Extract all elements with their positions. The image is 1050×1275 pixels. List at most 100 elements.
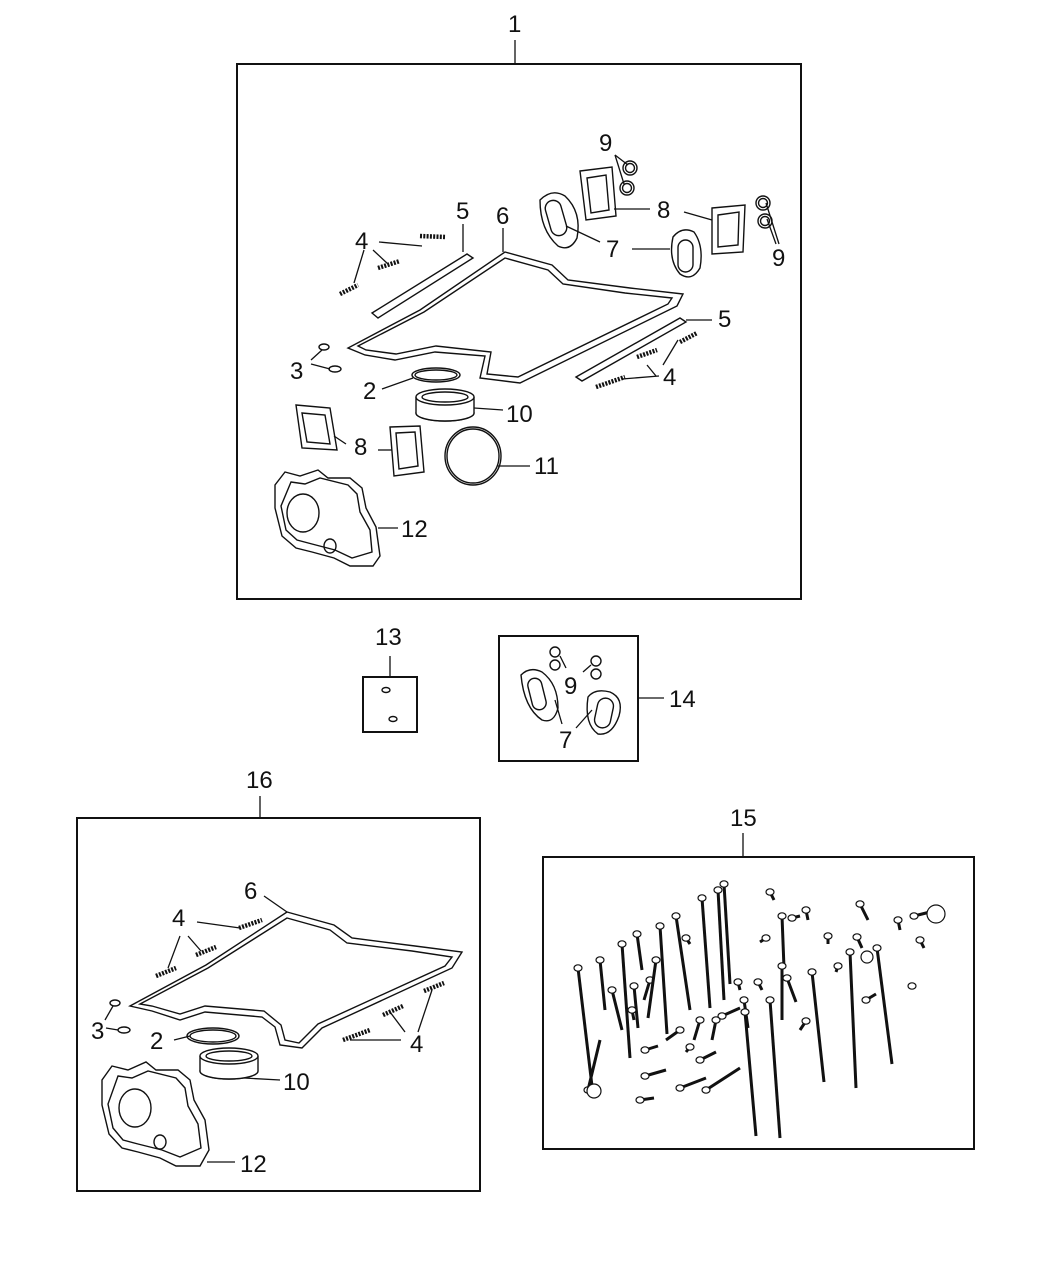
item-14-kit: 14 9 7 xyxy=(498,635,696,762)
side-seal-right xyxy=(574,317,688,382)
bolt-shank xyxy=(743,1011,758,1137)
callout-7-top[interactable]: 7 xyxy=(606,236,619,263)
callout-6-kit16[interactable]: 6 xyxy=(244,878,257,905)
callout-5-left[interactable]: 5 xyxy=(456,198,469,225)
bolt-head xyxy=(655,922,665,930)
bolt-head xyxy=(845,948,855,956)
bolt-shank xyxy=(679,1076,707,1090)
bolt-head xyxy=(627,1006,637,1014)
bolt-head xyxy=(909,912,919,920)
bolt-assortment xyxy=(573,880,946,1139)
callout-4-kit16-left[interactable]: 4 xyxy=(172,905,185,932)
bolt-head xyxy=(807,968,817,976)
rect-seal-top-right xyxy=(711,204,746,255)
bolt-shank xyxy=(674,915,692,1011)
bolt-head xyxy=(765,996,775,1004)
callout-2[interactable]: 2 xyxy=(363,378,376,405)
bolt-shank xyxy=(610,989,624,1031)
oval-gasket-top xyxy=(539,192,579,249)
callout-6[interactable]: 6 xyxy=(496,203,509,230)
bolt-head xyxy=(801,1017,811,1025)
small-o-rings-top xyxy=(619,160,638,196)
bolt-head xyxy=(695,1016,705,1024)
callout-8-top[interactable]: 8 xyxy=(657,197,670,224)
large-o-ring xyxy=(444,426,502,486)
o-ring-16 xyxy=(186,1027,240,1045)
bolt-head xyxy=(782,974,792,982)
bolt-shank xyxy=(875,947,894,1065)
bolt-head xyxy=(872,944,882,952)
callout-11[interactable]: 11 xyxy=(534,453,559,480)
callout-16[interactable]: 16 xyxy=(246,767,273,794)
bolt-shank xyxy=(848,951,858,1089)
dowel-pins-right xyxy=(595,331,699,390)
callout-4-kit16-right[interactable]: 4 xyxy=(410,1031,423,1058)
oval-gasket-right xyxy=(670,229,702,278)
bolt-shank xyxy=(768,999,782,1139)
bolt-head xyxy=(711,1016,721,1024)
bolt-head xyxy=(640,1046,650,1054)
bolt-head xyxy=(635,1096,645,1104)
bolt-head xyxy=(801,906,811,914)
kit-15-bolts: 15 xyxy=(542,805,975,1150)
small-o-rings-right xyxy=(755,195,773,229)
bolt-shank xyxy=(705,1066,741,1092)
callout-4-left[interactable]: 4 xyxy=(355,228,368,255)
callout-7-kit14[interactable]: 7 xyxy=(559,727,572,754)
callout-14[interactable]: 14 xyxy=(669,686,696,713)
callout-2-kit16[interactable]: 2 xyxy=(150,1028,163,1055)
bolt-shank xyxy=(620,943,632,1059)
bolt-shank xyxy=(785,977,798,1003)
bolt-head xyxy=(695,1056,705,1064)
bolt-head xyxy=(675,1026,685,1034)
callout-15[interactable]: 15 xyxy=(730,805,757,832)
bolt-head xyxy=(681,934,691,942)
bolt-shank xyxy=(658,925,669,1035)
bolt-head xyxy=(733,978,743,986)
callout-5-right[interactable]: 5 xyxy=(718,306,731,333)
bolt-shank xyxy=(810,971,826,1083)
callout-12[interactable]: 12 xyxy=(401,516,428,543)
washer-16-lower xyxy=(117,1026,131,1034)
fitting-nut xyxy=(586,1083,602,1099)
callout-4-right[interactable]: 4 xyxy=(663,364,676,391)
rect-seal-lower-left xyxy=(295,404,338,451)
bolt-head xyxy=(777,912,787,920)
callout-9-top[interactable]: 9 xyxy=(599,130,612,157)
bolt-shank xyxy=(598,959,607,1011)
bolt-head xyxy=(915,936,925,944)
o-ring-inner xyxy=(414,369,458,381)
callout-8-lower[interactable]: 8 xyxy=(354,434,367,461)
bolt-head xyxy=(607,986,617,994)
bolt-head xyxy=(701,1086,711,1094)
bolt-head xyxy=(617,940,627,948)
bolt-head xyxy=(632,930,642,938)
kit-1-box: 1 xyxy=(236,11,802,600)
callout-3[interactable]: 3 xyxy=(290,358,303,385)
cover-gasket xyxy=(274,469,381,567)
callout-13[interactable]: 13 xyxy=(375,624,402,651)
washer-16-upper xyxy=(109,999,121,1007)
washer-upper xyxy=(318,343,330,351)
bolt-shank xyxy=(632,985,640,1029)
bolt-head xyxy=(753,978,763,986)
oil-pan-gasket-16 xyxy=(128,911,464,1049)
bolt-head xyxy=(893,916,903,924)
callout-10-kit16[interactable]: 10 xyxy=(283,1069,310,1096)
bolt-shank xyxy=(700,897,712,1009)
fitting-nut xyxy=(860,950,874,964)
bolt-head xyxy=(852,933,862,941)
bolt-head xyxy=(651,956,661,964)
callout-9-kit14[interactable]: 9 xyxy=(564,673,577,700)
callout-10[interactable]: 10 xyxy=(506,401,533,428)
bolt-shank xyxy=(635,933,644,971)
callout-1[interactable]: 1 xyxy=(508,11,521,38)
bolt-shank xyxy=(780,915,786,969)
bolt-head xyxy=(713,886,723,894)
bolt-head xyxy=(595,956,605,964)
bolt-head xyxy=(671,912,681,920)
callout-9-right[interactable]: 9 xyxy=(772,245,785,272)
callout-12-kit16[interactable]: 12 xyxy=(240,1151,267,1178)
bolt-shank xyxy=(646,959,658,1019)
callout-3-kit16[interactable]: 3 xyxy=(91,1018,104,1045)
